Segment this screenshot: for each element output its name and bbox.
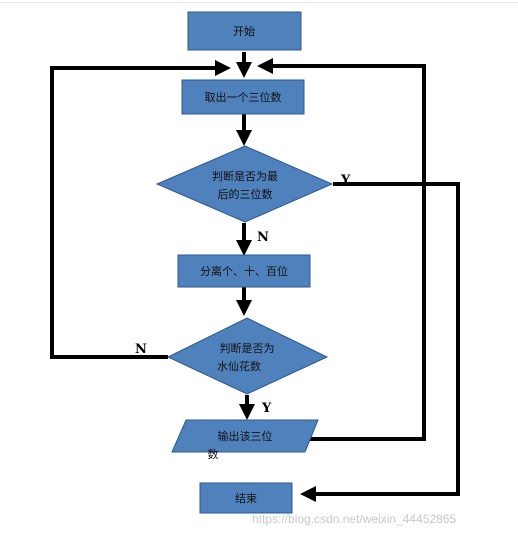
node-take-label: 取出一个三位数	[205, 90, 282, 104]
node-take: 取出一个三位数	[181, 79, 305, 115]
edge-nar-no-loop	[50, 60, 231, 359]
node-last-label-2: 后的三位数	[218, 187, 273, 201]
edge-out-loop	[257, 58, 426, 441]
label-last-no: N	[257, 230, 269, 245]
connectors	[50, 52, 460, 502]
node-end: 结束	[199, 482, 293, 514]
edge-last-yes-to-end	[300, 182, 460, 502]
node-last-decision: 判断是否为最 后的三位数	[155, 145, 334, 223]
node-start: 开始	[187, 11, 302, 51]
node-split: 分离个、十、百位	[177, 254, 311, 288]
top-divider	[0, 2, 518, 3]
node-output: 输出该三位 数	[171, 419, 319, 461]
label-nar-yes: Y	[261, 401, 272, 416]
node-out-label-1: 输出该三位	[218, 429, 273, 443]
node-out-label-2: 数	[208, 448, 219, 461]
label-nar-no: N	[135, 342, 147, 357]
node-split-label: 分离个、十、百位	[200, 264, 288, 278]
watermark-text: https://blog.csdn.net/weixin_44452865	[252, 512, 457, 526]
node-last-label-1: 判断是否为最	[212, 169, 278, 183]
label-last-yes: Y	[340, 173, 351, 188]
node-nar-label-2: 水仙花数	[217, 360, 261, 373]
node-start-label: 开始	[233, 24, 255, 38]
node-end-label: 结束	[235, 492, 257, 505]
node-narcissistic-decision: 判断是否为 水仙花数	[166, 317, 329, 395]
node-nar-label-1: 判断是否为	[220, 341, 275, 355]
